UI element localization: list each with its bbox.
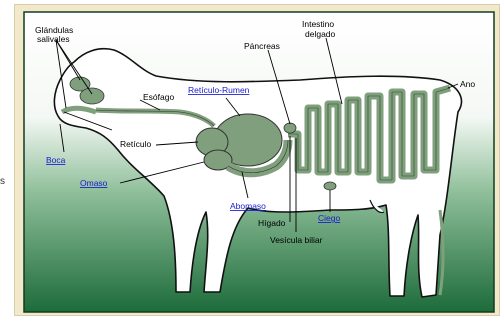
label-ano: Ano [460,79,475,89]
label-esofago: Esófago [143,92,174,102]
label-intestino-2: delgado [305,29,336,39]
label-pancreas: Páncreas [244,41,280,51]
link-ciego[interactable]: Ciego [318,213,340,223]
label-intestino-1: Intestino [302,19,334,29]
link-boca[interactable]: Boca [46,155,66,165]
link-abomaso[interactable]: Abomaso [230,201,266,211]
label-higado: Hígado [258,218,286,228]
label-reticulo: Retículo [120,139,151,149]
cecum-shape [324,182,336,190]
label-glandulas-2: salivales [37,34,70,44]
salivary-gland-shape-2 [80,88,104,104]
pancreas-shape [284,123,296,133]
label-vesicula-biliar: Vesícula biliar [270,235,323,245]
link-omaso[interactable]: Omaso [80,178,108,188]
link-reticulo-rumen[interactable]: Retículo-Rumen [188,85,250,95]
